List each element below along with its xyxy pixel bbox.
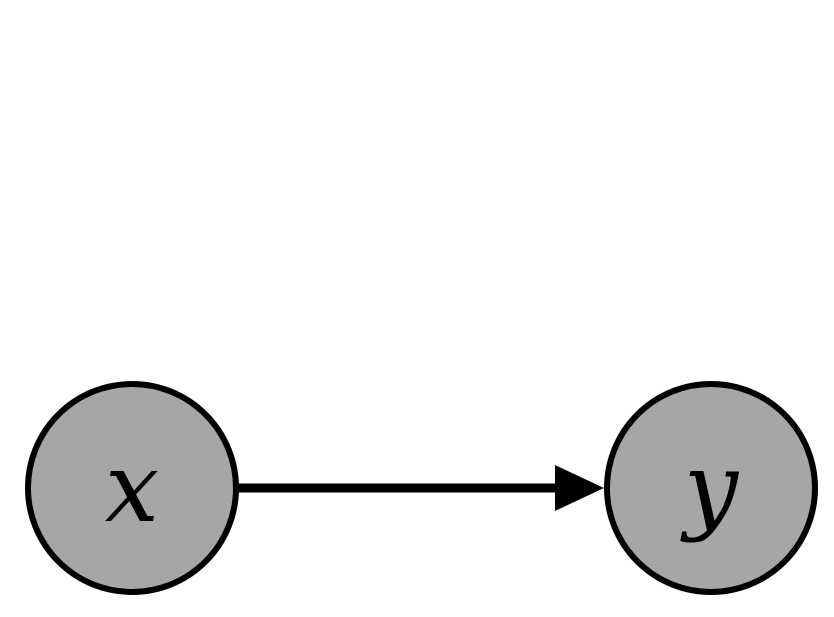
node-y-circle	[604, 381, 818, 595]
edge-x-to-y	[236, 465, 604, 511]
node-x-circle	[25, 381, 239, 595]
node-x-label: x	[105, 432, 159, 544]
arrowhead-icon	[555, 465, 604, 511]
node-x: x	[25, 381, 239, 595]
node-y-label: y	[680, 432, 740, 544]
node-y: y	[604, 381, 818, 595]
